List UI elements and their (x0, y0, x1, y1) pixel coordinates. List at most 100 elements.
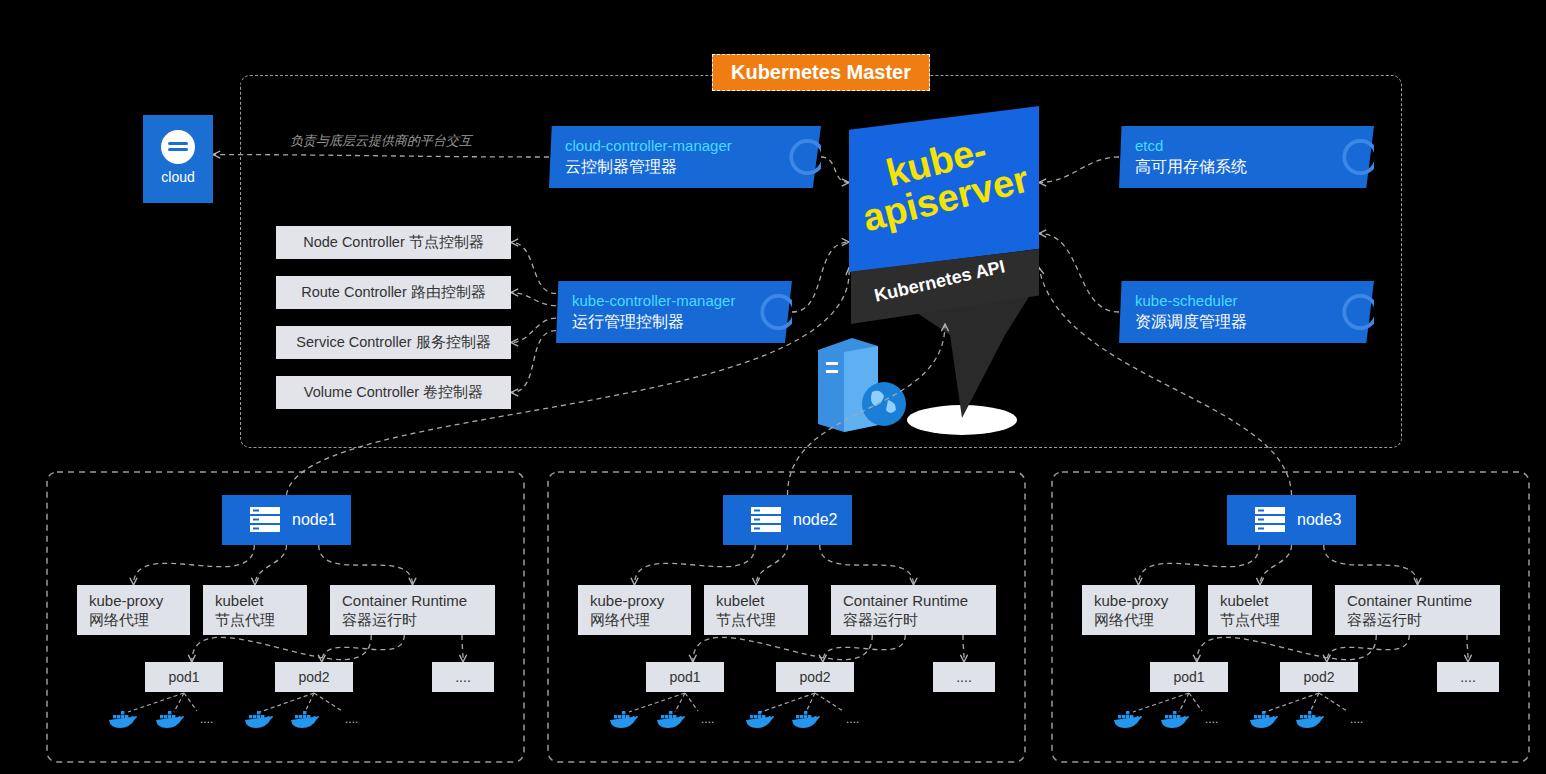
dashed-connector (255, 545, 287, 585)
dashed-connector (693, 635, 872, 662)
node-text: node1 (292, 509, 351, 531)
agent-box: kubelet节点代理 (203, 585, 307, 635)
agent-box: kube-proxy网络代理 (1082, 585, 1195, 635)
node-text: 节点代理 (1220, 610, 1300, 629)
node-text: kubelet (716, 591, 796, 610)
controller-box: Node Controller 节点控制器 (276, 226, 511, 259)
node-text: 容器运行时 (843, 610, 984, 629)
dashed-connector (322, 635, 404, 662)
node-text: 网络代理 (89, 610, 178, 629)
node-text: Volume Controller 卷控制器 (276, 383, 511, 402)
node-text: node3 (1297, 509, 1356, 531)
node-text: etcd (1135, 136, 1358, 156)
node-text: pod1 (1150, 668, 1228, 686)
pod-box: pod2 (1280, 662, 1358, 692)
node-text: 资源调度管理器 (1135, 311, 1358, 333)
node-text: kube-scheduler (1135, 291, 1358, 311)
dashed-connector (792, 242, 849, 312)
agent-box: kubelet节点代理 (704, 585, 808, 635)
node-text: pod2 (776, 668, 854, 686)
dashed-connector (462, 635, 463, 662)
node-text: Container Runtime (843, 591, 984, 610)
controller-box: Volume Controller 卷控制器 (276, 376, 511, 409)
helm-icon (1119, 281, 1374, 343)
node-text: 运行管理控制器 (572, 311, 776, 333)
dashed-connector (823, 635, 905, 662)
api-banner: Kubernetes API (851, 249, 1039, 324)
controller-box: Route Controller 路由控制器 (276, 276, 511, 309)
dashed-connector (1039, 157, 1119, 183)
helm-icon (549, 126, 821, 188)
node-text: 网络代理 (590, 610, 679, 629)
dashed-connector (511, 331, 556, 393)
dashed-connector (1039, 234, 1119, 313)
dashed-connector (192, 635, 371, 662)
dashed-connector (1260, 545, 1292, 585)
dashed-connector (511, 318, 556, 342)
pod-box: pod1 (1150, 662, 1228, 692)
node-text: pod2 (275, 668, 353, 686)
dashed-connector (511, 293, 556, 306)
node-text: 高可用存储系统 (1135, 156, 1358, 178)
pod-box: .... (1437, 662, 1499, 692)
node-text: .... (1437, 668, 1499, 686)
node-text: kube-proxy (590, 591, 679, 610)
pod-box: .... (432, 662, 494, 692)
dashed-connector (756, 545, 788, 585)
box-shape (556, 281, 792, 343)
node-text: pod2 (1280, 668, 1358, 686)
node-text: cloud-controller-manager (565, 136, 805, 156)
controller-box: Service Controller 服务控制器 (276, 326, 511, 359)
pod-box: pod1 (145, 662, 223, 692)
pod-box: .... (933, 662, 995, 692)
dashed-connector (1327, 635, 1409, 662)
dashed-connector (511, 243, 556, 294)
component-box: cloud-controller-manager云控制器管理器 (549, 126, 821, 188)
node-text: Route Controller 路由控制器 (276, 283, 511, 302)
box-shape (549, 126, 821, 188)
ellipsis-label: .... (846, 712, 859, 726)
component-box: kube-controller-manager运行管理控制器 (556, 281, 792, 343)
node-text: kube-controller-manager (572, 291, 776, 311)
node-text: Container Runtime (1347, 591, 1488, 610)
node-text: kube-proxy (1094, 591, 1183, 610)
dashed-connector (821, 157, 849, 183)
component-box: etcd高可用存储系统 (1119, 126, 1374, 188)
dashed-connector (213, 155, 549, 157)
dashed-connector (1139, 545, 1260, 585)
worker-node-box: node1 (222, 495, 351, 545)
cloud-icon (143, 115, 213, 203)
edge-label: 负责与底层云提供商的平台交互 (290, 132, 472, 150)
worker-node-box: node3 (1227, 495, 1356, 545)
dashed-connector (134, 545, 255, 585)
agent-box: kubelet节点代理 (1208, 585, 1312, 635)
dashed-connector (319, 545, 413, 585)
node-text: 云控制器管理器 (565, 156, 805, 178)
node-text: 网络代理 (1094, 610, 1183, 629)
box-shape (1119, 126, 1374, 188)
apiserver-box: kube-apiserver (849, 106, 1039, 276)
master-region: Kubernetes Mastercloud-controller-manage… (240, 75, 1402, 448)
dashed-connector (1467, 635, 1468, 662)
agent-box: kube-proxy网络代理 (77, 585, 190, 635)
node-text: .... (432, 668, 494, 686)
node-text: pod1 (646, 668, 724, 686)
runtime-box: Container Runtime容器运行时 (831, 585, 996, 635)
ellipsis-label: .... (701, 712, 714, 726)
node-text: Node Controller 节点控制器 (276, 233, 511, 252)
pod-box: pod1 (646, 662, 724, 692)
node-text: 节点代理 (716, 610, 796, 629)
node-text: 节点代理 (215, 610, 295, 629)
cloud-box: cloud (143, 115, 213, 203)
component-box: kube-scheduler资源调度管理器 (1119, 281, 1374, 343)
helm-icon (1119, 126, 1374, 188)
node-text: kubelet (215, 591, 295, 610)
ellipsis-label: .... (345, 712, 358, 726)
node-text: cloud (143, 169, 213, 185)
agent-box: kube-proxy网络代理 (578, 585, 691, 635)
node-text: kube-proxy (89, 591, 178, 610)
node-text: Service Controller 服务控制器 (276, 333, 511, 352)
pod-box: pod2 (275, 662, 353, 692)
